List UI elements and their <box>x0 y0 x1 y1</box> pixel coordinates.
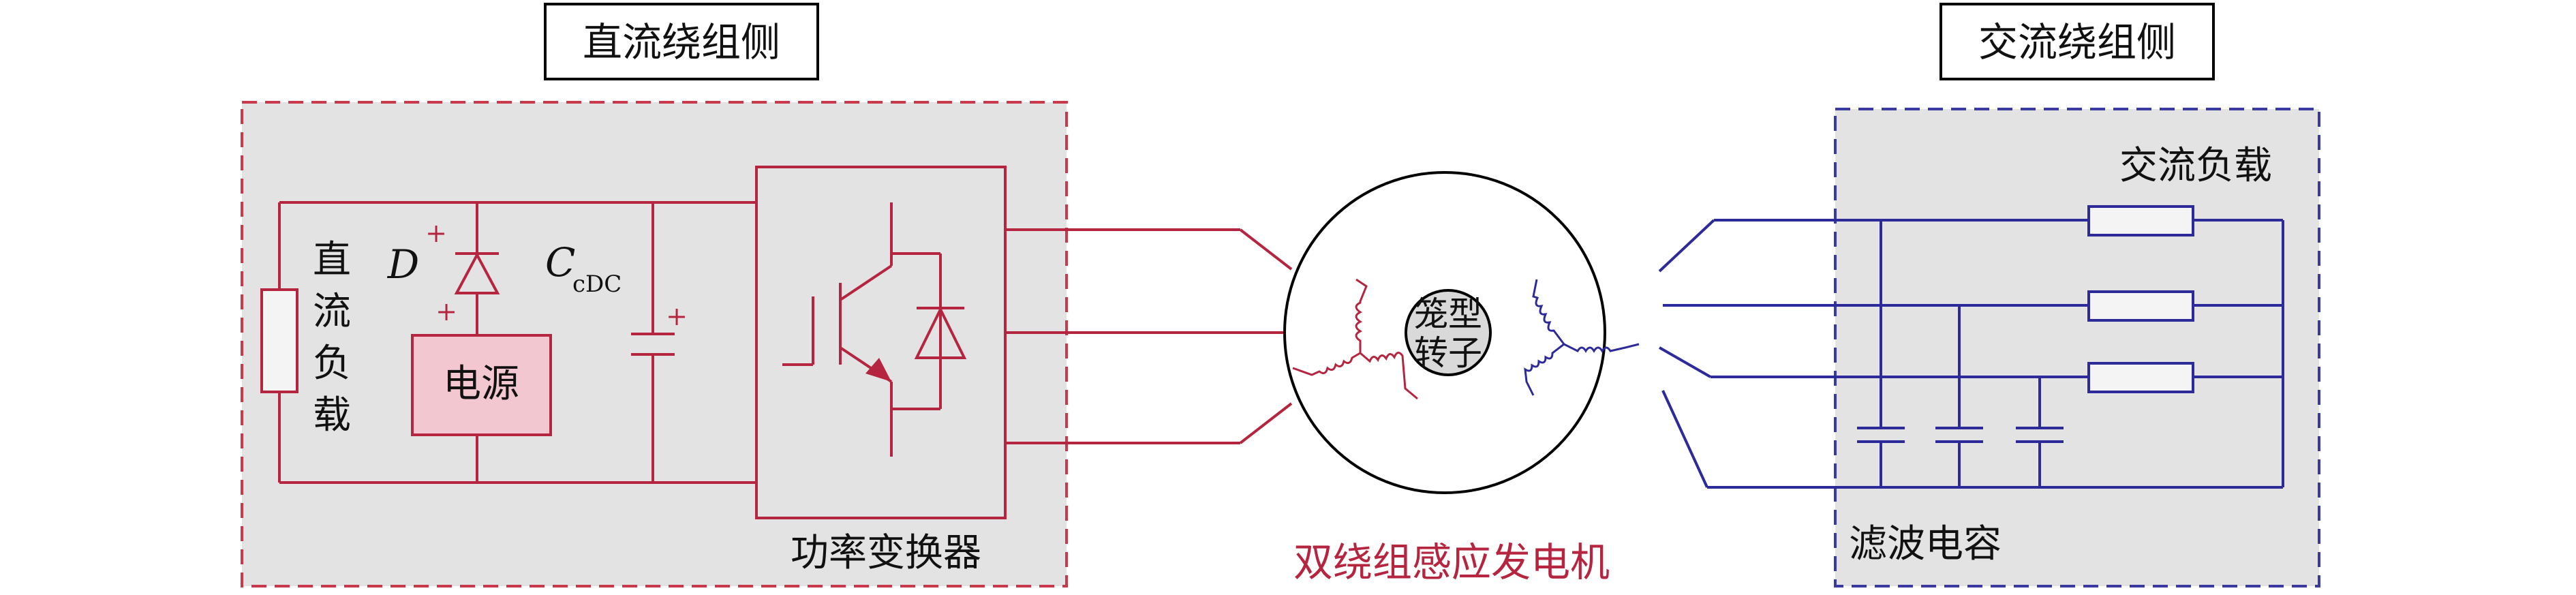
svg-text:直: 直 <box>313 238 351 282</box>
plus-sign-capacitor: + <box>666 301 688 331</box>
machine-label: 双绕组感应发电机 <box>1293 539 1610 585</box>
plus-sign-diode-bottom: + <box>435 296 457 326</box>
filter-capacitor-label: 滤波电容 <box>1849 522 2002 566</box>
ac-side-panel <box>1834 108 2320 588</box>
dc-winding-coils <box>1292 278 1418 400</box>
ac-side-title-box: 交流绕组侧 <box>1939 3 2215 80</box>
ac-winding-coils <box>1524 279 1640 396</box>
dc-load-label: 直 流 负 载 <box>313 238 351 438</box>
svg-text:负: 负 <box>313 341 351 386</box>
rotor-label-line2: 转子 <box>1414 333 1482 373</box>
svg-text:C: C <box>545 239 575 286</box>
igbt-emitter-arrow <box>865 358 891 382</box>
power-converter-box <box>755 166 1007 519</box>
svg-text:cDC: cDC <box>572 271 622 298</box>
power-source-label: 电源 <box>443 362 519 406</box>
ac-load-resistor <box>2087 362 2194 393</box>
ac-load-label: 交流负载 <box>2119 144 2272 188</box>
cage-rotor <box>1405 289 1492 376</box>
igbt-symbol <box>782 202 967 457</box>
svg-text:载: 载 <box>313 393 351 438</box>
diode-symbol <box>454 251 500 294</box>
rotor-label-line1: 笼型 <box>1414 294 1482 334</box>
ac-load-resistor <box>2087 290 2194 322</box>
svg-text:流: 流 <box>313 290 351 334</box>
ac-circuit <box>1658 219 2284 489</box>
power-source-box <box>411 334 552 436</box>
diode-label: D <box>387 241 420 288</box>
ac-load-resistor <box>2087 205 2194 237</box>
capacitor-label: C cDC <box>545 239 622 298</box>
ac-side-title: 交流绕组侧 <box>1978 19 2176 65</box>
dc-side-title: 直流绕组侧 <box>583 19 780 65</box>
dc-load-resistor <box>260 288 298 393</box>
dc-capacitor <box>631 333 675 356</box>
dc-side-title-box: 直流绕组侧 <box>544 3 819 80</box>
plus-sign-diode-top: + <box>425 218 447 248</box>
dc-circuit <box>278 201 1293 484</box>
power-converter-label: 功率变换器 <box>791 531 981 575</box>
